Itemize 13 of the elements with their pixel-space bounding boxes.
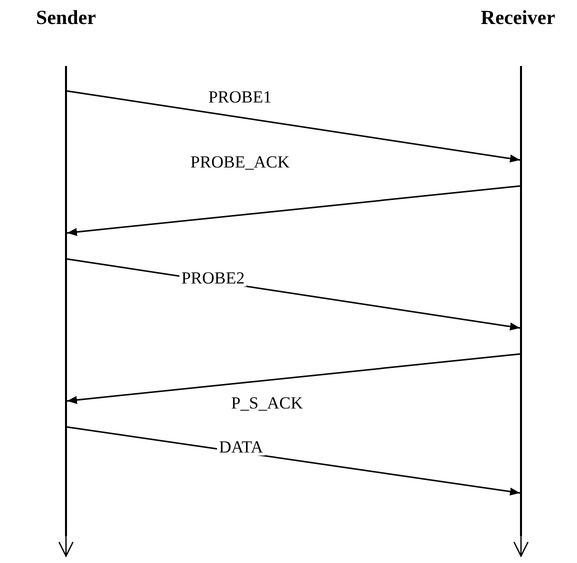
lifeline: [520, 66, 522, 536]
edge-label: PROBE_ACK: [188, 154, 292, 170]
edge-label: DATA: [217, 438, 265, 456]
message-arrow: [66, 426, 520, 496]
edge-label: P_S_ACK: [229, 394, 305, 412]
lifeline: [65, 66, 67, 536]
edge-label: PROBE2: [179, 270, 247, 286]
edge-label: PROBE1: [206, 88, 274, 106]
message-arrow: [66, 353, 520, 404]
message-arrow: [66, 90, 520, 162]
message-arrow: [66, 185, 520, 236]
lifeline-heading: Receiver: [480, 6, 556, 31]
lifeline-heading: Sender: [36, 6, 96, 31]
